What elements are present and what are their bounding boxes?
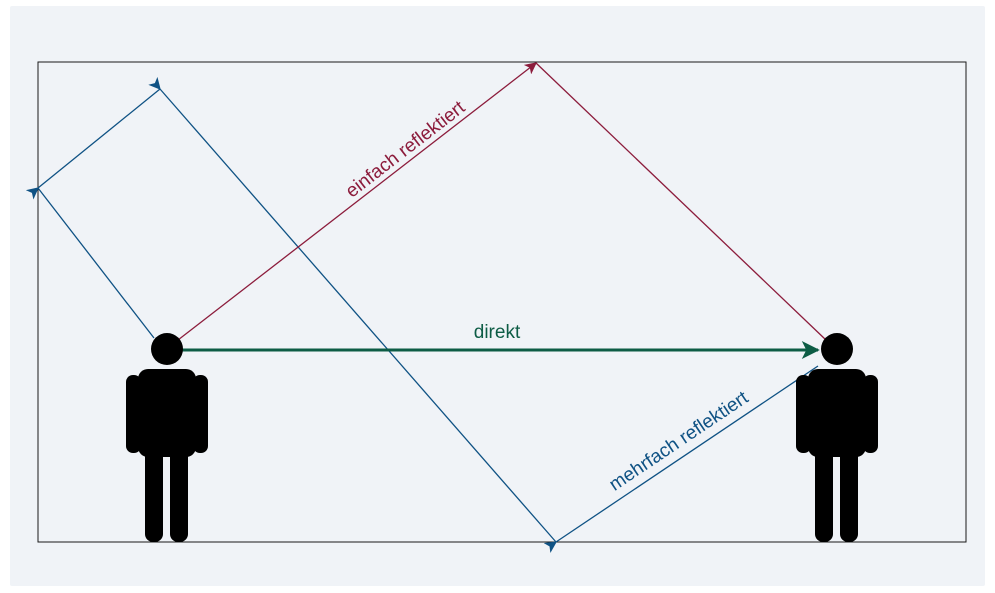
multiple-reflection-path: [25, 76, 819, 554]
person-icon: [126, 333, 208, 542]
multiple-reflection-segment-4: [543, 365, 819, 554]
room-outline: [37, 61, 967, 543]
multiple-reflection-segment-2: [25, 88, 161, 200]
person-icon: [796, 333, 878, 542]
multiple-reflection-segment-1: [37, 187, 155, 339]
single-reflection-segment-2: [535, 62, 827, 341]
single-reflected-label: einfach reflektiert: [342, 97, 470, 203]
direct-label: direkt: [474, 322, 521, 343]
multiple-reflection-segment-3: [148, 76, 557, 543]
single-reflection-path: [177, 62, 827, 341]
multiple-reflected-label: mehrfach reflektiert: [606, 387, 753, 496]
single-reflection-segment-1: [177, 62, 537, 341]
